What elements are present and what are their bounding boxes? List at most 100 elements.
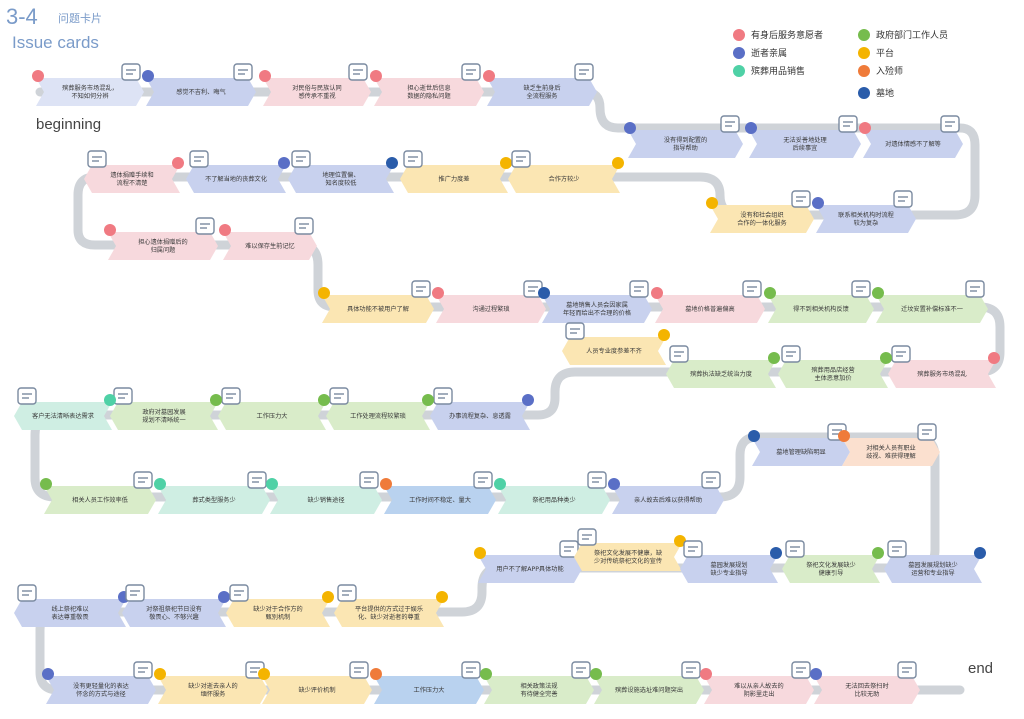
flow-icon-frame	[574, 63, 594, 81]
persona-dot	[380, 478, 392, 490]
org-icon-frame	[893, 190, 913, 208]
end-label: end	[968, 660, 994, 677]
issue-card[interactable]: 推广力度差	[400, 150, 512, 193]
issue-card[interactable]: 不了解当地的丧葬文化	[186, 150, 290, 193]
gamepad-icon-frame	[337, 584, 357, 602]
court-icon	[669, 345, 689, 363]
issue-card[interactable]: 对遗体情感不了解等	[859, 115, 963, 158]
legend-dot	[858, 64, 870, 77]
user-list-icon	[565, 322, 585, 340]
card-chevron	[226, 599, 330, 627]
card-chevron	[704, 676, 814, 704]
issue-card[interactable]: 缺少评价机制	[258, 661, 372, 704]
issue-card[interactable]: 殡葬服务市场混乱，不知如何分辨	[32, 63, 144, 106]
persona-dot	[745, 122, 757, 134]
issue-card[interactable]: 难以保存生前记忆	[219, 217, 317, 260]
heart3-icon	[897, 661, 917, 679]
card-text: 祭祀用品种类少	[532, 496, 575, 504]
shop-icon	[121, 63, 141, 81]
issue-card[interactable]: 办事流程复杂、息透露	[430, 387, 534, 430]
clock-icon-frame	[473, 471, 493, 489]
shop2-icon-frame	[891, 345, 911, 363]
issue-card[interactable]: 客户无法清晰表达需求	[14, 387, 116, 430]
issue-card[interactable]: 工作处理流程较繁琐	[326, 387, 434, 430]
persona-dot	[32, 70, 44, 82]
card-chevron	[110, 402, 218, 430]
issue-card[interactable]: 墓地价格普遍偏高	[651, 280, 765, 323]
card-chevron	[218, 402, 326, 430]
smile-heart-icon-frame	[791, 661, 811, 679]
card-text: 表达尊重敬畏	[51, 613, 88, 621]
issue-card[interactable]: 具体功能不被用户了解	[318, 280, 434, 323]
issue-card[interactable]: 沟通过程繁琐	[432, 280, 546, 323]
issue-card[interactable]: 缺少销售途径	[266, 471, 382, 514]
card-chevron	[270, 486, 382, 514]
compass-icon	[683, 540, 703, 558]
issue-card[interactable]: 人员专业度参差不齐	[562, 322, 670, 365]
issue-card[interactable]: 祭祀用品种类少	[494, 471, 610, 514]
card-text: 指导帮助	[673, 144, 698, 152]
issue-card[interactable]: 工作压力大	[370, 661, 484, 704]
issue-card[interactable]: 葬式类型服务少	[154, 471, 270, 514]
issue-card[interactable]: 工作时间不稳定、量大	[380, 471, 496, 514]
issue-card[interactable]: 得不到相关机构反馈	[764, 280, 874, 323]
rocket-icon-frame	[133, 471, 153, 489]
card-text: 规划不清晰统一	[142, 416, 185, 424]
issue-card[interactable]: 殡葬执法缺乏统治力度	[666, 345, 780, 388]
card-text: 缺少销售途径	[307, 496, 344, 504]
palette-icon	[887, 540, 907, 558]
persona-dot	[770, 547, 782, 559]
issue-card[interactable]: 合作方较少	[508, 150, 624, 193]
chat-person-icon	[851, 280, 871, 298]
shapes-icon-frame	[247, 471, 267, 489]
issue-card[interactable]: 用户不了解APP具体功能	[474, 540, 582, 583]
issue-card[interactable]: 殡葬服务市场混乱	[888, 345, 1000, 388]
legend-item: 入殓师	[858, 64, 903, 77]
issue-card[interactable]: 工作压力大	[218, 387, 330, 430]
card-text: 后续事宜	[793, 144, 818, 152]
card-text: 担心逝世后信息	[407, 84, 450, 92]
yen-icon	[742, 280, 762, 298]
legend-item: 政府部门工作人员	[858, 28, 948, 41]
card-text: 政府对墓园发展	[142, 408, 185, 416]
card-chevron	[842, 438, 940, 466]
issue-card[interactable]: 殡葬设施选址难问题突出	[590, 661, 704, 704]
legend-label: 殡葬用品销售	[751, 67, 806, 77]
issue-card[interactable]: 地理位置偏、知名度较低	[288, 150, 398, 193]
issue-card[interactable]: 墓地管理缺陷明显	[748, 423, 850, 466]
issue-card[interactable]: 亲人故去后难以获得帮助	[608, 471, 724, 514]
card-text: 沟通过程繁琐	[472, 305, 509, 313]
issue-card[interactable]: 感觉不吉利、晦气	[142, 63, 256, 106]
issue-card[interactable]: 相关人员工作效率低	[40, 471, 156, 514]
issue-card[interactable]: 迁坟安置补偿标准不一	[872, 280, 988, 323]
persona-dot	[748, 430, 760, 442]
persona-dot	[370, 70, 382, 82]
